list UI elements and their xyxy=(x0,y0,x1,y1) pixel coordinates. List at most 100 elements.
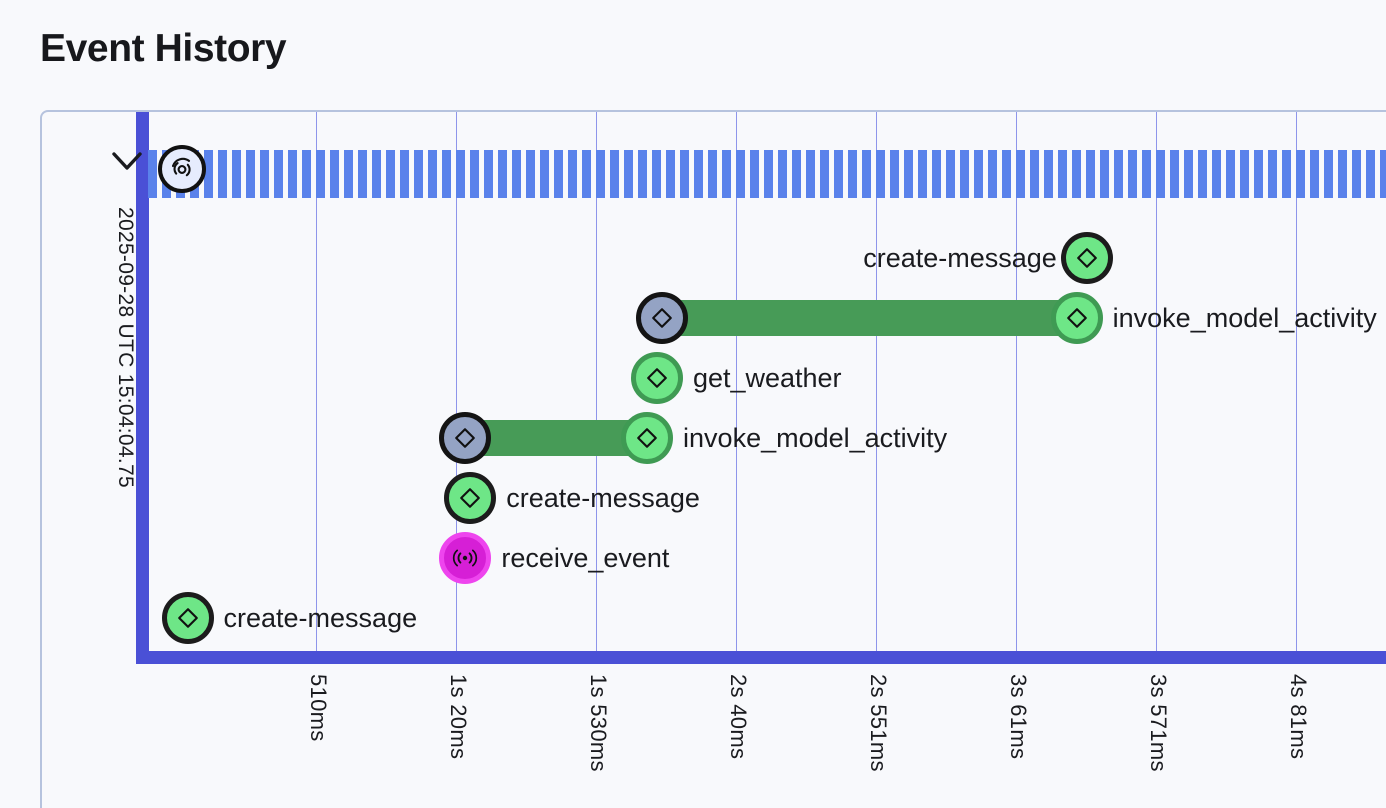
event-row[interactable]: create-message xyxy=(42,468,1386,528)
axis-vertical-line xyxy=(136,112,149,664)
event-node-end[interactable] xyxy=(621,412,674,464)
x-tick-label: 1s 20ms xyxy=(446,674,471,760)
duration-stripe xyxy=(288,150,297,198)
event-node-start[interactable] xyxy=(1060,232,1113,284)
gridline xyxy=(316,112,317,657)
duration-stripe xyxy=(820,150,829,198)
workflow-duration-striped-bar[interactable] xyxy=(148,150,1386,198)
diamond-icon xyxy=(176,606,200,630)
duration-stripe xyxy=(680,150,689,198)
duration-stripe xyxy=(778,150,787,198)
signal-icon xyxy=(452,545,478,571)
event-row[interactable]: receive_event xyxy=(42,528,1386,588)
duration-stripe xyxy=(1338,150,1347,198)
gridline xyxy=(456,112,457,657)
duration-stripe xyxy=(1240,150,1249,198)
event-node-start[interactable] xyxy=(439,532,492,584)
duration-stripe xyxy=(876,150,885,198)
duration-stripe xyxy=(358,150,367,198)
event-label: get_weather xyxy=(692,363,842,393)
event-duration-bar[interactable] xyxy=(661,300,1077,336)
duration-stripe xyxy=(582,150,591,198)
duration-stripe xyxy=(484,150,493,198)
duration-stripe xyxy=(960,150,969,198)
event-row[interactable]: create-message xyxy=(42,228,1386,288)
event-node-end[interactable] xyxy=(1050,292,1103,344)
gridline xyxy=(1016,112,1017,657)
duration-stripe xyxy=(1156,150,1165,198)
event-row[interactable]: invoke_model_activity xyxy=(42,288,1386,348)
duration-stripe xyxy=(232,150,241,198)
chevron-down-icon xyxy=(108,146,146,176)
duration-stripe xyxy=(1184,150,1193,198)
workflow-root-node[interactable] xyxy=(158,145,206,193)
duration-stripe xyxy=(596,150,605,198)
timeline-start-timestamp: 2025-09-28 UTC 15:04:04.75 xyxy=(114,207,137,488)
duration-stripe xyxy=(1226,150,1235,198)
duration-stripe xyxy=(302,150,311,198)
x-tick-label: 2s 551ms xyxy=(866,674,891,772)
duration-stripe xyxy=(736,150,745,198)
duration-stripe xyxy=(512,150,521,198)
duration-stripe xyxy=(540,150,549,198)
event-label: create-message xyxy=(223,603,418,633)
x-tick-label: 3s 571ms xyxy=(1146,674,1171,772)
diamond-icon xyxy=(645,366,669,390)
event-node-start[interactable] xyxy=(444,472,497,524)
duration-stripe xyxy=(330,150,339,198)
duration-stripe xyxy=(1142,150,1151,198)
diamond-icon xyxy=(635,426,659,450)
duration-stripe xyxy=(848,150,857,198)
duration-stripe xyxy=(694,150,703,198)
diamond-icon xyxy=(453,426,477,450)
duration-stripe xyxy=(1086,150,1095,198)
event-duration-bar[interactable] xyxy=(465,420,648,456)
event-node-start[interactable] xyxy=(439,412,492,464)
duration-stripe xyxy=(932,150,941,198)
x-tick-label: 4s 81ms xyxy=(1286,674,1311,760)
duration-stripe xyxy=(1100,150,1109,198)
diamond-icon xyxy=(458,486,482,510)
event-node-start[interactable] xyxy=(161,592,214,644)
duration-stripe xyxy=(1002,150,1011,198)
diamond-icon xyxy=(1075,246,1099,270)
duration-stripe xyxy=(1044,150,1053,198)
event-row[interactable]: get_weather xyxy=(42,348,1386,408)
x-tick-label: 2s 40ms xyxy=(726,674,751,760)
event-row[interactable]: invoke_model_activity xyxy=(42,408,1386,468)
duration-stripe xyxy=(1380,150,1386,198)
duration-stripe xyxy=(1352,150,1361,198)
x-tick-label: 1s 530ms xyxy=(586,674,611,772)
duration-stripe xyxy=(722,150,731,198)
duration-stripe xyxy=(498,150,507,198)
diamond-icon xyxy=(1065,306,1089,330)
event-row[interactable]: create-message xyxy=(42,588,1386,648)
duration-stripe xyxy=(1296,150,1305,198)
duration-stripe xyxy=(386,150,395,198)
gridline xyxy=(596,112,597,657)
duration-stripe xyxy=(554,150,563,198)
duration-stripe xyxy=(1030,150,1039,198)
event-label: create-message xyxy=(863,243,1057,273)
duration-stripe xyxy=(862,150,871,198)
event-node-start[interactable] xyxy=(630,352,683,404)
gridline xyxy=(1296,112,1297,657)
gridline xyxy=(876,112,877,657)
event-label: invoke_model_activity xyxy=(683,423,948,453)
duration-stripe xyxy=(1268,150,1277,198)
event-node-start[interactable] xyxy=(635,292,688,344)
collapse-toggle[interactable] xyxy=(108,146,146,176)
duration-stripe xyxy=(834,150,843,198)
duration-stripe xyxy=(638,150,647,198)
duration-stripe xyxy=(1198,150,1207,198)
duration-stripe xyxy=(904,150,913,198)
timeline-plot-area[interactable]: 2025-09-28 UTC 15:04:04.75 create-messag… xyxy=(42,112,1386,808)
workflow-spiral-icon xyxy=(168,155,196,183)
duration-stripe xyxy=(260,150,269,198)
duration-stripe xyxy=(456,150,465,198)
duration-stripe xyxy=(890,150,899,198)
duration-stripe xyxy=(400,150,409,198)
duration-stripe xyxy=(526,150,535,198)
axis-horizontal-line xyxy=(136,651,1386,664)
